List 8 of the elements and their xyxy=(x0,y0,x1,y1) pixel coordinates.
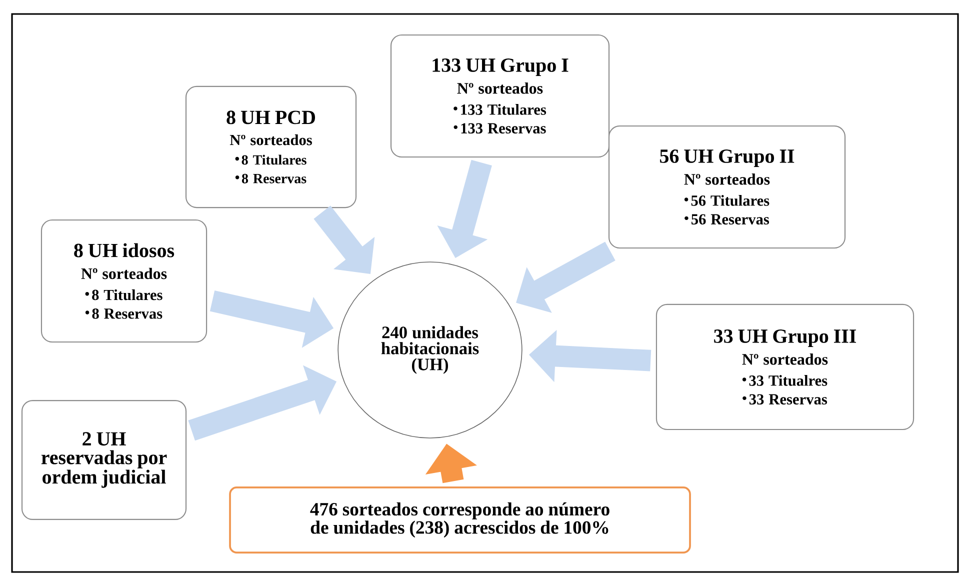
text-box: 8 UH idosos Nº sorteados 8 Titulares 8 Reservas xyxy=(40,219,208,343)
text-box: 133 UH Grupo I Nº sorteados 133 Titulares 133 Reservas xyxy=(390,34,610,158)
text-box: 56 UH Grupo II Nº sorteados 56 Titulares 56 Reservas xyxy=(608,125,846,249)
block-arrow xyxy=(314,206,375,274)
text-box: 8 UH PCD Nº sorteados 8 Titulares 8 Reservas xyxy=(185,86,357,208)
note-box: 476 sorteados corresponde ao número de unidades (238) acrescidos de 100% xyxy=(229,486,691,554)
text-box: 2 UH reservadas por ordem judicial xyxy=(21,400,187,520)
text-box: 33 UH Grupo III Nº sorteados 33 Titualres 33 Reservas xyxy=(656,304,914,430)
